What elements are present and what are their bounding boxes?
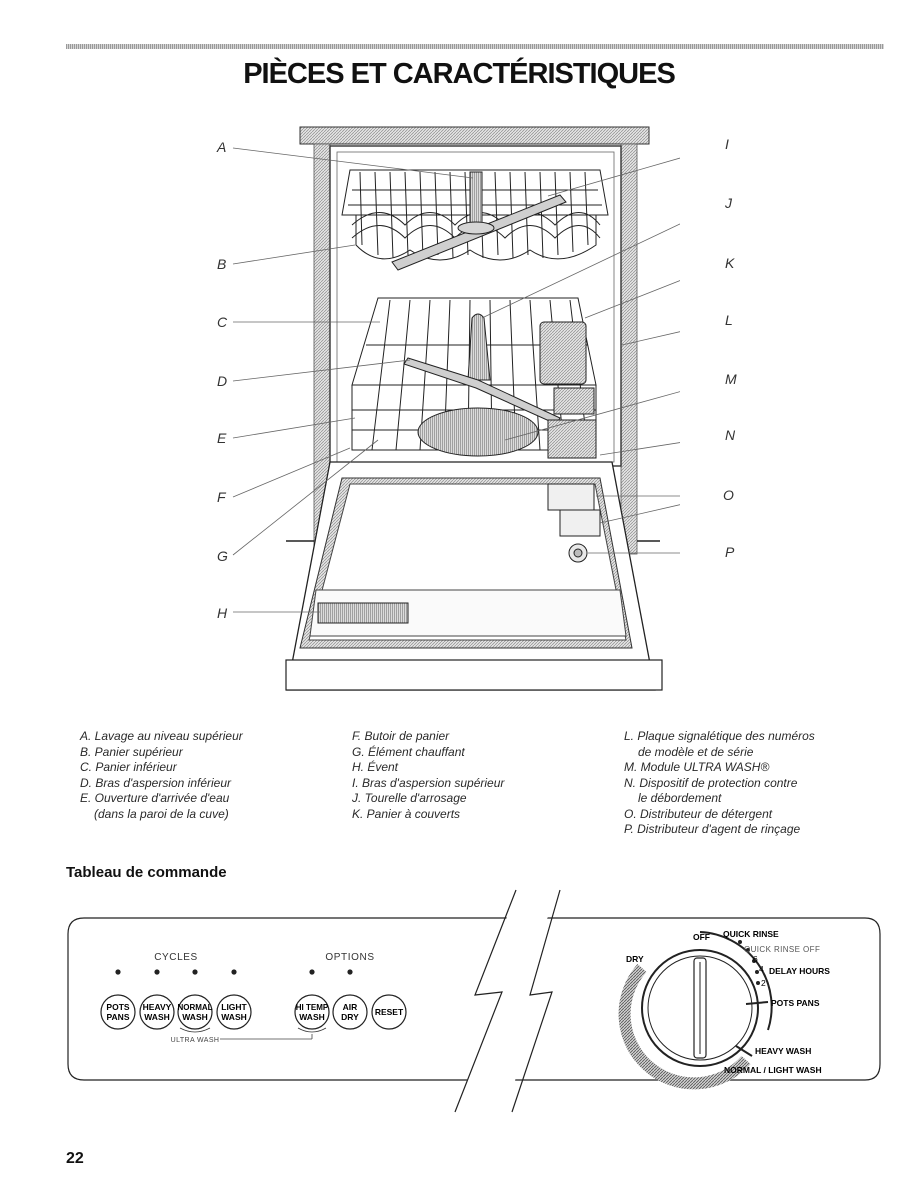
pots-pans-button[interactable]: POTS PANS (100, 994, 136, 1030)
callout-e: E (217, 430, 227, 446)
callout-j: J (725, 195, 732, 211)
pots-pans-label-line1: POTS (106, 1002, 129, 1012)
light-wash-label-line2: WASH (221, 1012, 247, 1022)
dial-dry-label: DRY (626, 954, 644, 964)
legend-column-1: A. Lavage au niveau supérieur B. Panier … (80, 729, 243, 822)
control-panel-heading: Tableau de commande (66, 864, 227, 881)
legend-item: D. Bras d'aspersion inférieur (80, 775, 232, 790)
pots-pans-label-line2: PANS (107, 1012, 130, 1022)
callout-k: K (725, 255, 735, 271)
dial-pots-pans-label: POTS PANS (771, 998, 820, 1008)
light-wash-label-line1: LIGHT (221, 1002, 247, 1012)
dial-quick-rinse-label: QUICK RINSE (723, 929, 779, 939)
air-dry-label-line1: AIR (343, 1002, 358, 1012)
air-dry-label-line2: DRY (341, 1012, 359, 1022)
cycle-dial[interactable] (618, 931, 773, 1090)
dial-delay-2-label: 2 (761, 978, 766, 988)
callout-d: D (217, 373, 228, 389)
reset-button[interactable]: RESET (371, 994, 407, 1030)
dial-quick-rinse-off-label: QUICK RINSE OFF (744, 945, 820, 954)
dial-delay-hours-label: DELAY HOURS (769, 966, 830, 976)
hi-temp-wash-indicator (309, 969, 315, 975)
normal-wash-label-line1: NORMAL (177, 1003, 212, 1012)
air-dry-indicator (347, 969, 353, 975)
callout-f: F (217, 489, 226, 505)
normal-wash-button[interactable]: NORMAL WASH (177, 994, 213, 1030)
legend-item: O. Distributeur de détergent (624, 806, 773, 821)
legend-item: J. Tourelle d'arrosage (352, 791, 467, 805)
dial-off-label: OFF (693, 932, 710, 942)
legend-item: I. Bras d'aspersion supérieur (352, 775, 505, 790)
hi-temp-wash-label-line1: HI TEMP (296, 1003, 329, 1012)
legend-item: B. Panier supérieur (80, 744, 183, 759)
control-panel: CYCLES OPTIONS POTS PANS HEAVY WASH NORM… (67, 889, 881, 1113)
light-wash-button[interactable]: LIGHT WASH (216, 994, 252, 1030)
legend-item: F. Butoir de panier (352, 729, 450, 743)
legend-item: H. Évent (352, 760, 399, 774)
legend-item: K. Panier à couverts (352, 806, 461, 821)
callout-g: G (217, 548, 228, 564)
heavy-wash-label-line1: HEAVY (143, 1002, 172, 1012)
callout-c: C (217, 314, 228, 330)
legend-item-continuation: (dans la paroi de la cuve) (94, 806, 229, 821)
callout-m: M (725, 371, 737, 387)
legend-item: E. Ouverture d'arrivée d'eau (80, 791, 230, 805)
hi-temp-wash-button[interactable]: HI TEMP WASH (294, 994, 330, 1030)
legend-item: C. Panier inférieur (80, 760, 177, 774)
dial-delay-6-label: 6 (753, 954, 758, 964)
pots-pans-indicator (115, 969, 121, 975)
legend-item: L. Plaque signalétique des numéros (624, 729, 815, 743)
reset-label: RESET (375, 1007, 404, 1017)
page-title: PIÈCES ET CARACTÉRISTIQUES (243, 58, 676, 90)
legend-column-3: L. Plaque signalétique des numéros de mo… (624, 729, 815, 838)
callout-n: N (725, 427, 736, 443)
cycles-label: CYCLES (154, 952, 198, 963)
normal-wash-label-line2: WASH (182, 1012, 208, 1022)
ultra-wash-label: ULTRA WASH (171, 1037, 220, 1044)
dial-heavy-wash-label: HEAVY WASH (755, 1046, 811, 1056)
heavy-wash-button[interactable]: HEAVY WASH (139, 994, 175, 1030)
legend-item: N. Dispositif de protection contre (624, 775, 798, 790)
legend-item: A. Lavage au niveau supérieur (80, 729, 243, 743)
options-label: OPTIONS (325, 952, 374, 963)
callout-o: O (723, 487, 734, 503)
heavy-wash-indicator (154, 969, 160, 975)
air-dry-button[interactable]: AIR DRY (332, 994, 368, 1030)
dishwasher-illustration (232, 126, 680, 691)
callout-a: A (217, 139, 227, 155)
dial-delay-4-label: 4 (759, 964, 764, 974)
legend-item: G. Élément chauffant (352, 744, 465, 759)
hi-temp-wash-label-line2: WASH (299, 1012, 325, 1022)
heavy-wash-label-line2: WASH (144, 1012, 170, 1022)
callout-l: L (725, 312, 733, 328)
light-wash-indicator (231, 969, 237, 975)
callout-p: P (725, 544, 735, 560)
legend-item: P. Distributeur d'agent de rinçage (624, 822, 801, 836)
legend-column-2: F. Butoir de panier G. Élément chauffant… (352, 729, 504, 822)
callout-b: B (217, 256, 227, 272)
page-number: 22 (66, 1150, 84, 1167)
legend-item-continuation: de modèle et de série (638, 744, 754, 759)
legend-item: M. Module ULTRA WASH® (624, 760, 770, 774)
top-rule (66, 44, 884, 49)
dial-normal-light-wash-label: NORMAL / LIGHT WASH (724, 1065, 822, 1075)
callout-h: H (217, 605, 228, 621)
legend-item-continuation: le débordement (638, 791, 722, 805)
callout-i: I (725, 136, 729, 152)
normal-wash-indicator (192, 969, 198, 975)
